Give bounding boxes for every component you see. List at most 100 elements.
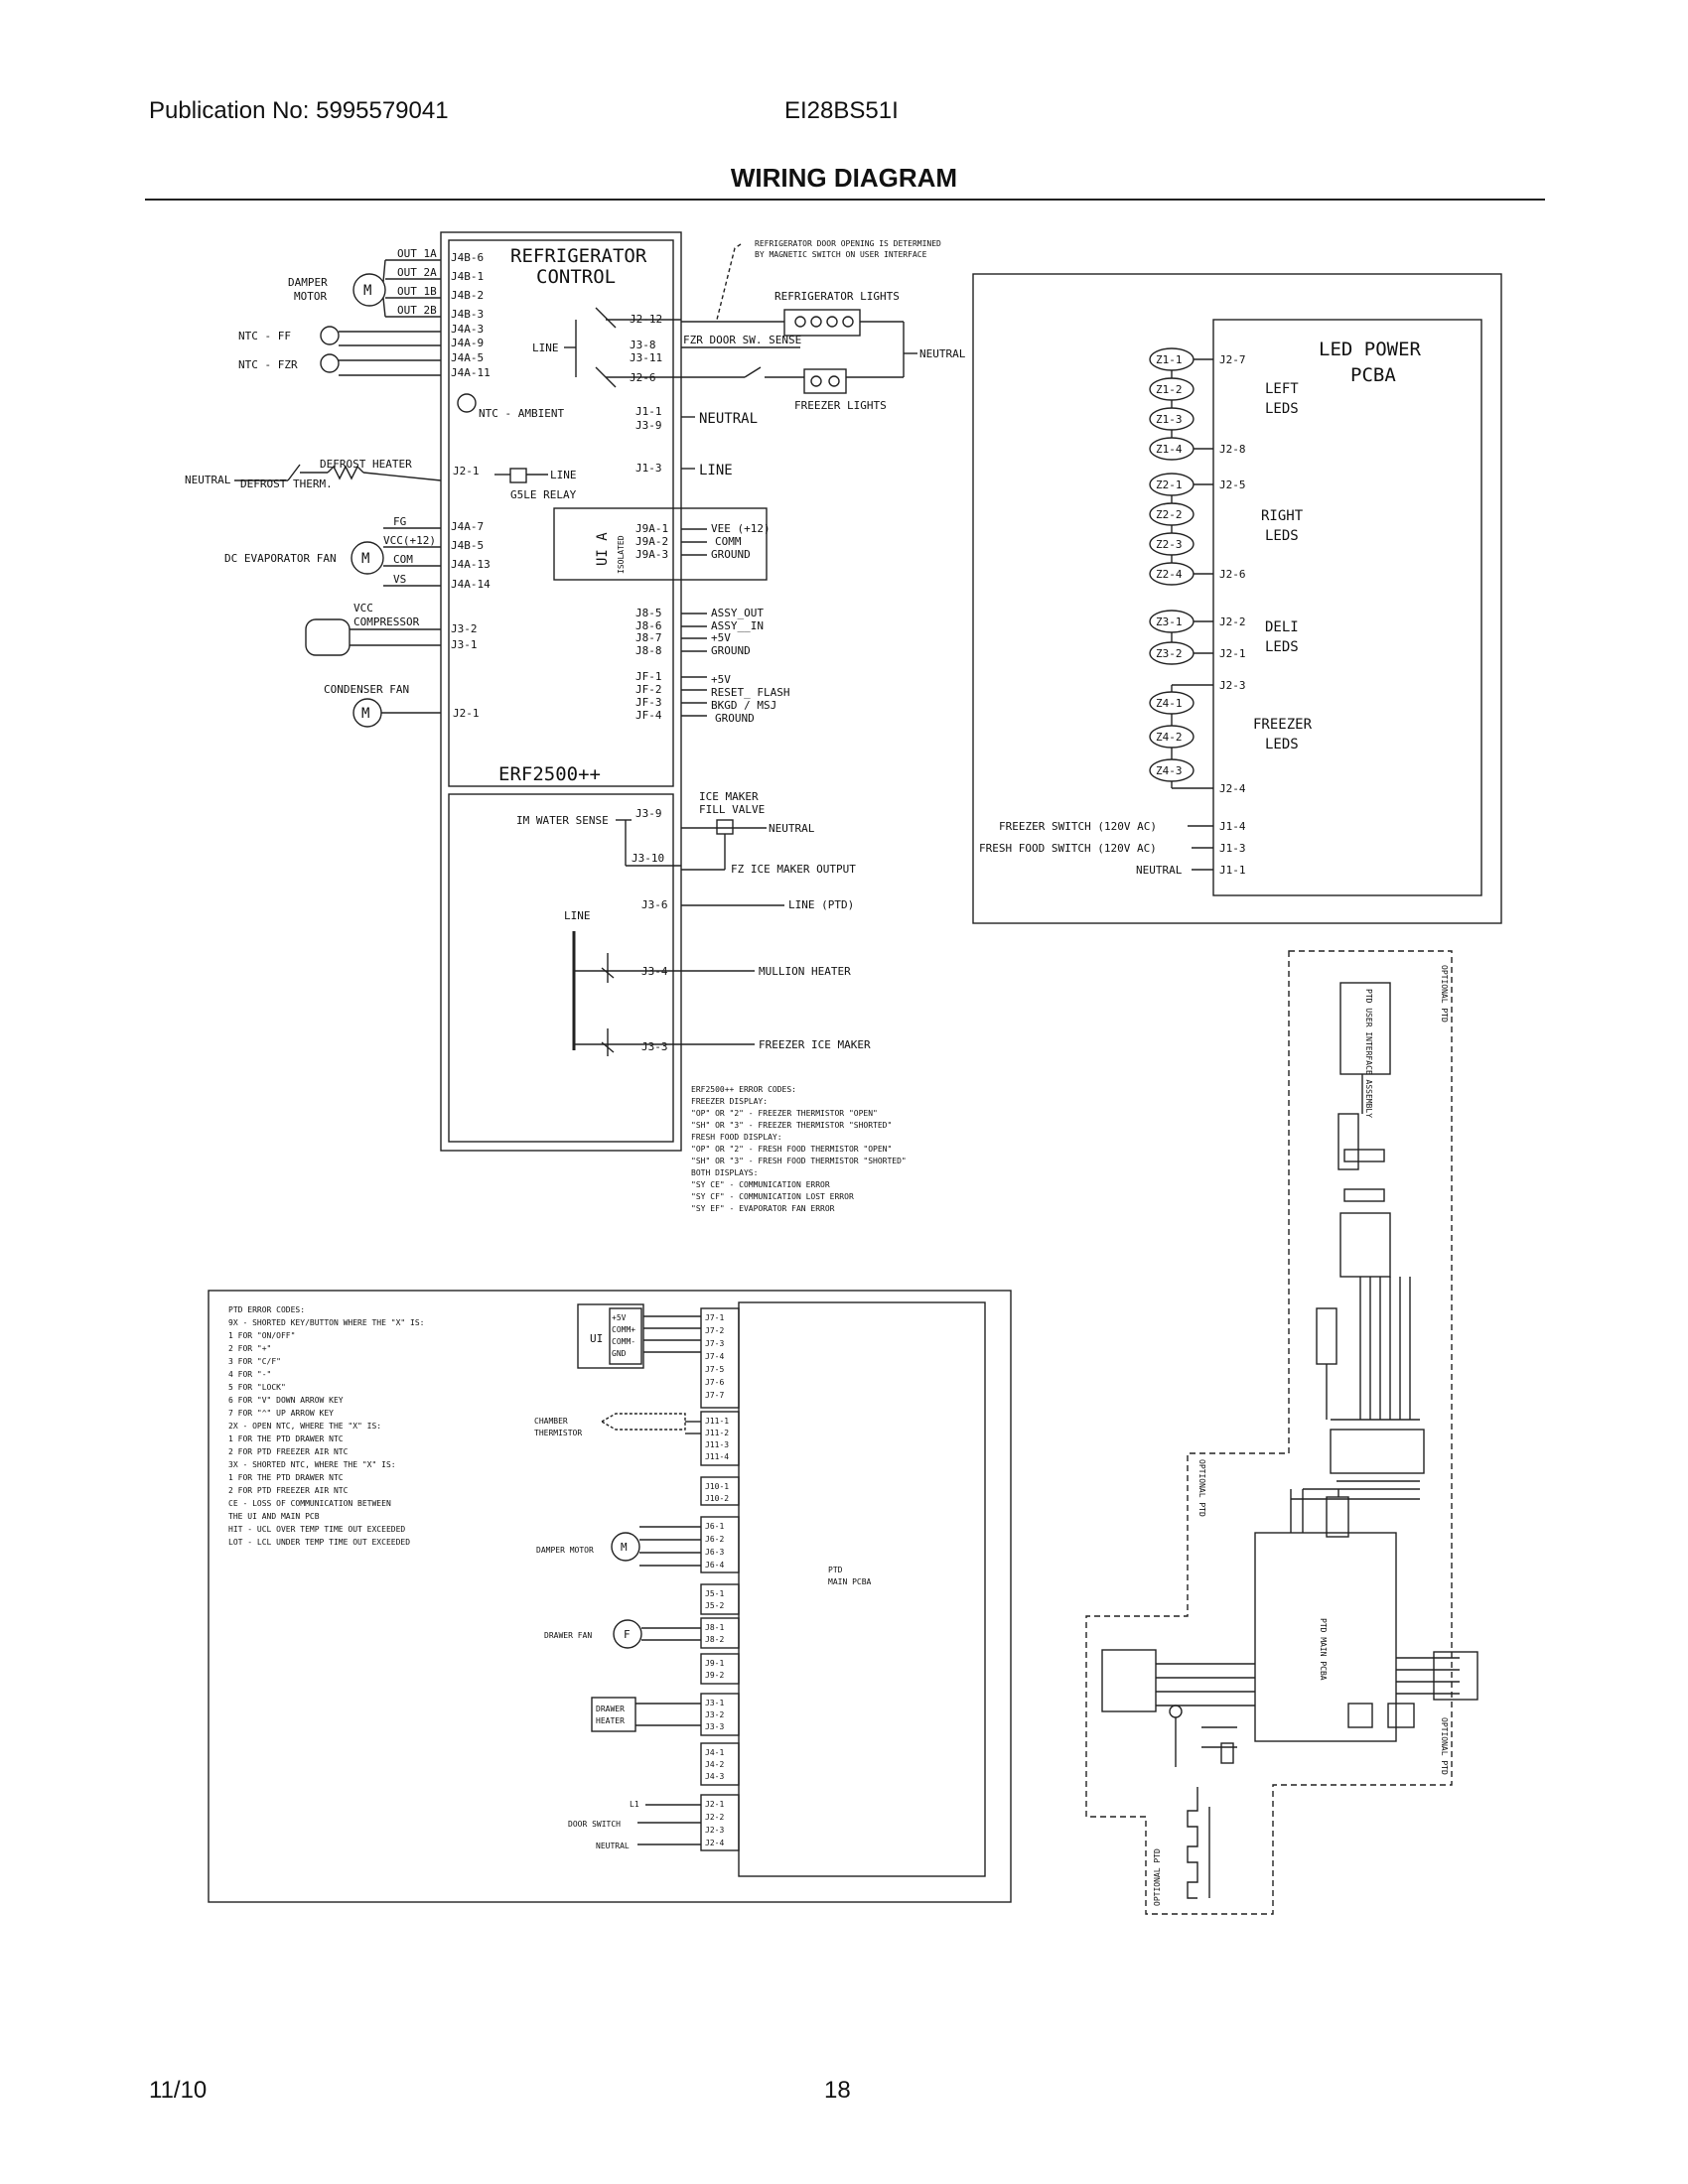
ptd-code-5: 4 FOR "-" [228, 1370, 271, 1379]
ptd-j7-2: J7-2 [705, 1326, 724, 1335]
erf-code-1: FREEZER DISPLAY: [691, 1097, 768, 1106]
valve-label-2: FILL VALVE [699, 803, 765, 816]
zone-label-z1-4: Z1-4 [1156, 443, 1183, 456]
zone-label-z4-2: Z4-2 [1156, 731, 1183, 744]
erf-code-2: "OP" OR "2" - FREEZER THERMISTOR "OPEN" [691, 1109, 878, 1118]
pin-j4b-3: J4B-3 [451, 308, 484, 321]
erf-code-4: FRESH FOOD DISPLAY: [691, 1133, 782, 1142]
compressor-label: COMPRESSOR [353, 615, 420, 628]
optional-ptd-pcba-box [1254, 1532, 1397, 1742]
pin-j4b-6: J4B-6 [451, 251, 484, 264]
led-pin-j2-1: J2-1 [1219, 647, 1246, 660]
erf-code-5: "OP" OR "2" - FRESH FOOD THERMISTOR "OPE… [691, 1145, 892, 1154]
fan-wire-vcc: VCC(+12) [383, 534, 436, 547]
zone-label-z2-4: Z2-4 [1156, 568, 1183, 581]
led-pin-j2-4: J2-4 [1219, 782, 1246, 795]
ptd-j9-connector [700, 1653, 740, 1685]
pin-j8-7: J8-7 [635, 631, 662, 644]
led-title-1: LED POWER [1319, 339, 1422, 360]
ntc-ff-icon [320, 326, 340, 345]
erf-code-9: "SY CF" - COMMUNICATION LOST ERROR [691, 1192, 854, 1201]
freezer-lights-icon [803, 368, 847, 394]
im-sense-label: IM WATER SENSE [516, 814, 609, 827]
ptd-j11-3: J11-3 [705, 1440, 729, 1449]
pin-jf-3: JF-3 [635, 696, 662, 709]
ptd-ui-sig-2: COMM- [612, 1337, 635, 1346]
ptd-damper-label: DAMPER MOTOR [536, 1546, 594, 1555]
ptd-ui-sig-1: COMM+ [612, 1325, 635, 1334]
ntc-fzr-label: NTC - FZR [238, 358, 298, 371]
ptd-j7-3: J7-3 [705, 1339, 724, 1348]
ground-label: GROUND [711, 548, 751, 561]
ptd-j7-6: J7-6 [705, 1378, 724, 1387]
pin-j2-6: J2-6 [630, 371, 656, 384]
ptd-j5-1: J5-1 [705, 1589, 724, 1598]
ptd-code-9: 2X - OPEN NTC, WHERE THE "X" IS: [228, 1422, 381, 1431]
model-number: EI28BS51I [784, 97, 899, 124]
defrost-heater-label: DEFROST HEATER [320, 458, 412, 471]
out-1b: OUT 1B [397, 285, 437, 298]
zone-label-z2-1: Z2-1 [1156, 478, 1183, 491]
relay-label: G5LE RELAY [510, 488, 577, 501]
out-2b: OUT 2B [397, 304, 437, 317]
ptd-ui-label: UI [590, 1332, 603, 1345]
zone-label-z1-2: Z1-2 [1156, 383, 1183, 396]
ptd-j7-5: J7-5 [705, 1365, 724, 1374]
ptd-code-7: 6 FOR "V" DOWN ARROW KEY [228, 1396, 344, 1405]
neutral-big-label: NEUTRAL [699, 411, 758, 427]
plus5v-label: +5V [711, 631, 731, 644]
door-note-2: BY MAGNETIC SWITCH ON USER INTERFACE [755, 250, 927, 259]
svg-text:F: F [624, 1628, 631, 1641]
ptd-j6-3: J6-3 [705, 1548, 724, 1557]
control-title-1: REFRIGERATOR [510, 245, 647, 267]
ptd-code-0: PTD ERROR CODES: [228, 1305, 305, 1314]
ptd-j4-1: J4-1 [705, 1748, 724, 1757]
jf-ground-label: GROUND [715, 712, 755, 725]
deli-leds-2: LEDS [1265, 639, 1299, 655]
ptd-code-12: 3X - SHORTED NTC, WHERE THE "X" IS: [228, 1460, 396, 1469]
led-pin-j2-5: J2-5 [1219, 478, 1246, 491]
zone-label-z1-1: Z1-1 [1156, 353, 1183, 366]
ntc-fzr-icon [320, 353, 340, 373]
ptd-j9-1: J9-1 [705, 1659, 724, 1668]
ptd-j9-2: J9-2 [705, 1671, 724, 1680]
optional-label-2: OPTIONAL PTD [1440, 1717, 1449, 1775]
freezer-lights-label: FREEZER LIGHTS [794, 399, 887, 412]
ptd-j5-2: J5-2 [705, 1601, 724, 1610]
led-title-2: PCBA [1350, 364, 1396, 386]
deli-leds-1: DELI [1265, 619, 1299, 635]
ptd-j4-3: J4-3 [705, 1772, 724, 1781]
ptd-j3-connector [700, 1693, 740, 1736]
evap-fan-icon [351, 541, 384, 575]
ptd-j2-4: J2-4 [705, 1839, 724, 1847]
control-upper-box [448, 239, 674, 787]
pin-j1-3: J1-3 [635, 462, 662, 475]
pin-j4b-5: J4B-5 [451, 539, 484, 552]
pin-j4a-5: J4A-5 [451, 351, 484, 364]
fill-valve-icon [716, 819, 734, 835]
led-pcba-box [1212, 319, 1482, 896]
pin-j8-8: J8-8 [635, 644, 662, 657]
erf-code-6: "SH" OR "3" - FRESH FOOD THERMISTOR "SHO… [691, 1157, 907, 1165]
ptd-code-8: 7 FOR "^" UP ARROW KEY [228, 1409, 334, 1418]
led-pin-j2-7: J2-7 [1219, 353, 1246, 366]
relay-line-label: LINE [550, 469, 577, 481]
damper-motor-icon [352, 273, 386, 307]
control-title-2: CONTROL [536, 266, 616, 288]
line-ptd-label: LINE (PTD) [788, 898, 854, 911]
pin-cond-j2-1: J2-1 [453, 707, 480, 720]
ntc-ff-label: NTC - FF [238, 330, 291, 342]
drawer-heater-1: DRAWER [596, 1705, 625, 1713]
ptd-section: PTD MAIN PCBA PTD ERROR CODES: 9X - SHOR… [208, 1290, 1012, 1903]
svg-text:M: M [361, 551, 369, 567]
pin-j4b-1: J4B-1 [451, 270, 484, 283]
valve-neutral-label: NEUTRAL [769, 822, 815, 835]
ptd-j6-1: J6-1 [705, 1522, 724, 1531]
mullion-heater-label: MULLION HEATER [759, 965, 851, 978]
pin-j8-6: J8-6 [635, 619, 662, 632]
out-1a: OUT 1A [397, 247, 437, 260]
ptd-j11-4: J11-4 [705, 1452, 729, 1461]
ptd-main-2: MAIN PCBA [828, 1577, 872, 1586]
ntc-ambient-label: NTC - AMBIENT [479, 407, 564, 420]
erf-code-3: "SH" OR "3" - FREEZER THERMISTOR "SHORTE… [691, 1121, 892, 1130]
